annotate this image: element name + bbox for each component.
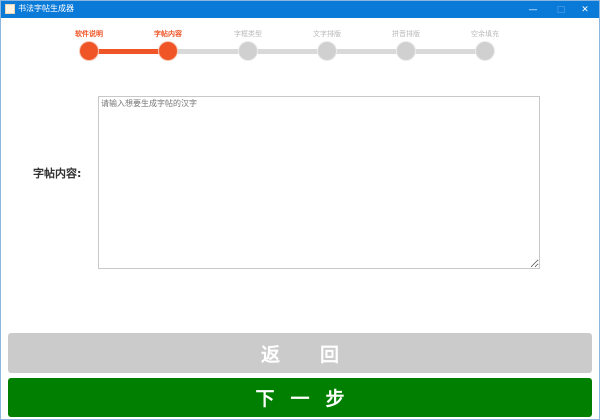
step-dot-icon xyxy=(239,42,257,60)
step-software-info[interactable]: 软件说明 xyxy=(59,18,119,60)
step-copybook-content[interactable]: 字帖内容 xyxy=(138,18,198,60)
step-pinyin-layout[interactable]: 拼音排版 xyxy=(376,18,436,60)
step-dot-icon xyxy=(80,42,98,60)
progress-stepper: 软件说明 字帖内容 字框类型 文字排版 拼音排版 空余填充 xyxy=(1,18,599,68)
step-text-layout[interactable]: 文字排版 xyxy=(297,18,357,60)
step-label: 拼音排版 xyxy=(392,30,420,38)
step-frame-type[interactable]: 字框类型 xyxy=(218,18,278,60)
step-connector-1 xyxy=(89,49,168,54)
step-label: 字帖内容 xyxy=(154,30,182,38)
step-label: 字框类型 xyxy=(234,30,262,38)
step-label: 空余填充 xyxy=(471,30,499,38)
step-label: 文字排版 xyxy=(313,30,341,38)
step-dot-icon xyxy=(318,42,336,60)
window-title: 书法字帖生成器 xyxy=(18,4,74,13)
close-button[interactable]: ✕ xyxy=(581,4,589,15)
step-dot-icon xyxy=(159,42,177,60)
title-bar[interactable]: 书法字帖生成器 — □ ✕ xyxy=(1,1,599,18)
minimize-button[interactable]: — xyxy=(528,4,538,15)
back-button[interactable]: 返回 xyxy=(8,333,592,373)
step-connector-5 xyxy=(406,49,485,54)
step-blank-fill[interactable]: 空余填充 xyxy=(455,18,515,60)
step-connector-4 xyxy=(327,49,406,54)
step-label: 软件说明 xyxy=(75,30,103,38)
content-field-label: 字帖内容: xyxy=(33,167,82,180)
step-dot-icon xyxy=(476,42,494,60)
maximize-button[interactable]: □ xyxy=(556,4,566,15)
app-icon xyxy=(5,4,15,14)
content-textarea[interactable] xyxy=(98,96,540,269)
step-dot-icon xyxy=(397,42,415,60)
step-connector-3 xyxy=(248,49,327,54)
step-connector-2 xyxy=(168,49,248,54)
next-step-button[interactable]: 下一步 xyxy=(8,378,592,417)
